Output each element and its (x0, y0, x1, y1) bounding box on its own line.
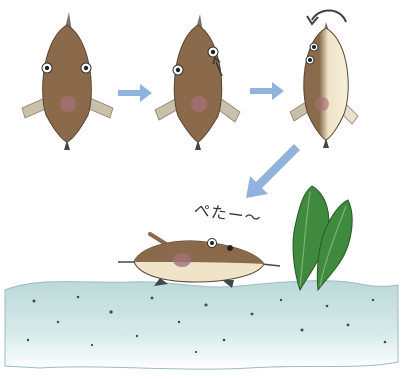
diagonal-arrow (246, 144, 300, 198)
flat-fish (118, 234, 280, 288)
seaweed (293, 186, 352, 290)
step-arrow-1 (118, 84, 152, 102)
water (5, 281, 398, 369)
fish-2 (155, 14, 240, 150)
step-arrow-2 (250, 82, 284, 100)
fish-3 (290, 11, 358, 149)
fish-1 (22, 12, 113, 150)
rotate-curved-arrow-icon (307, 11, 346, 25)
